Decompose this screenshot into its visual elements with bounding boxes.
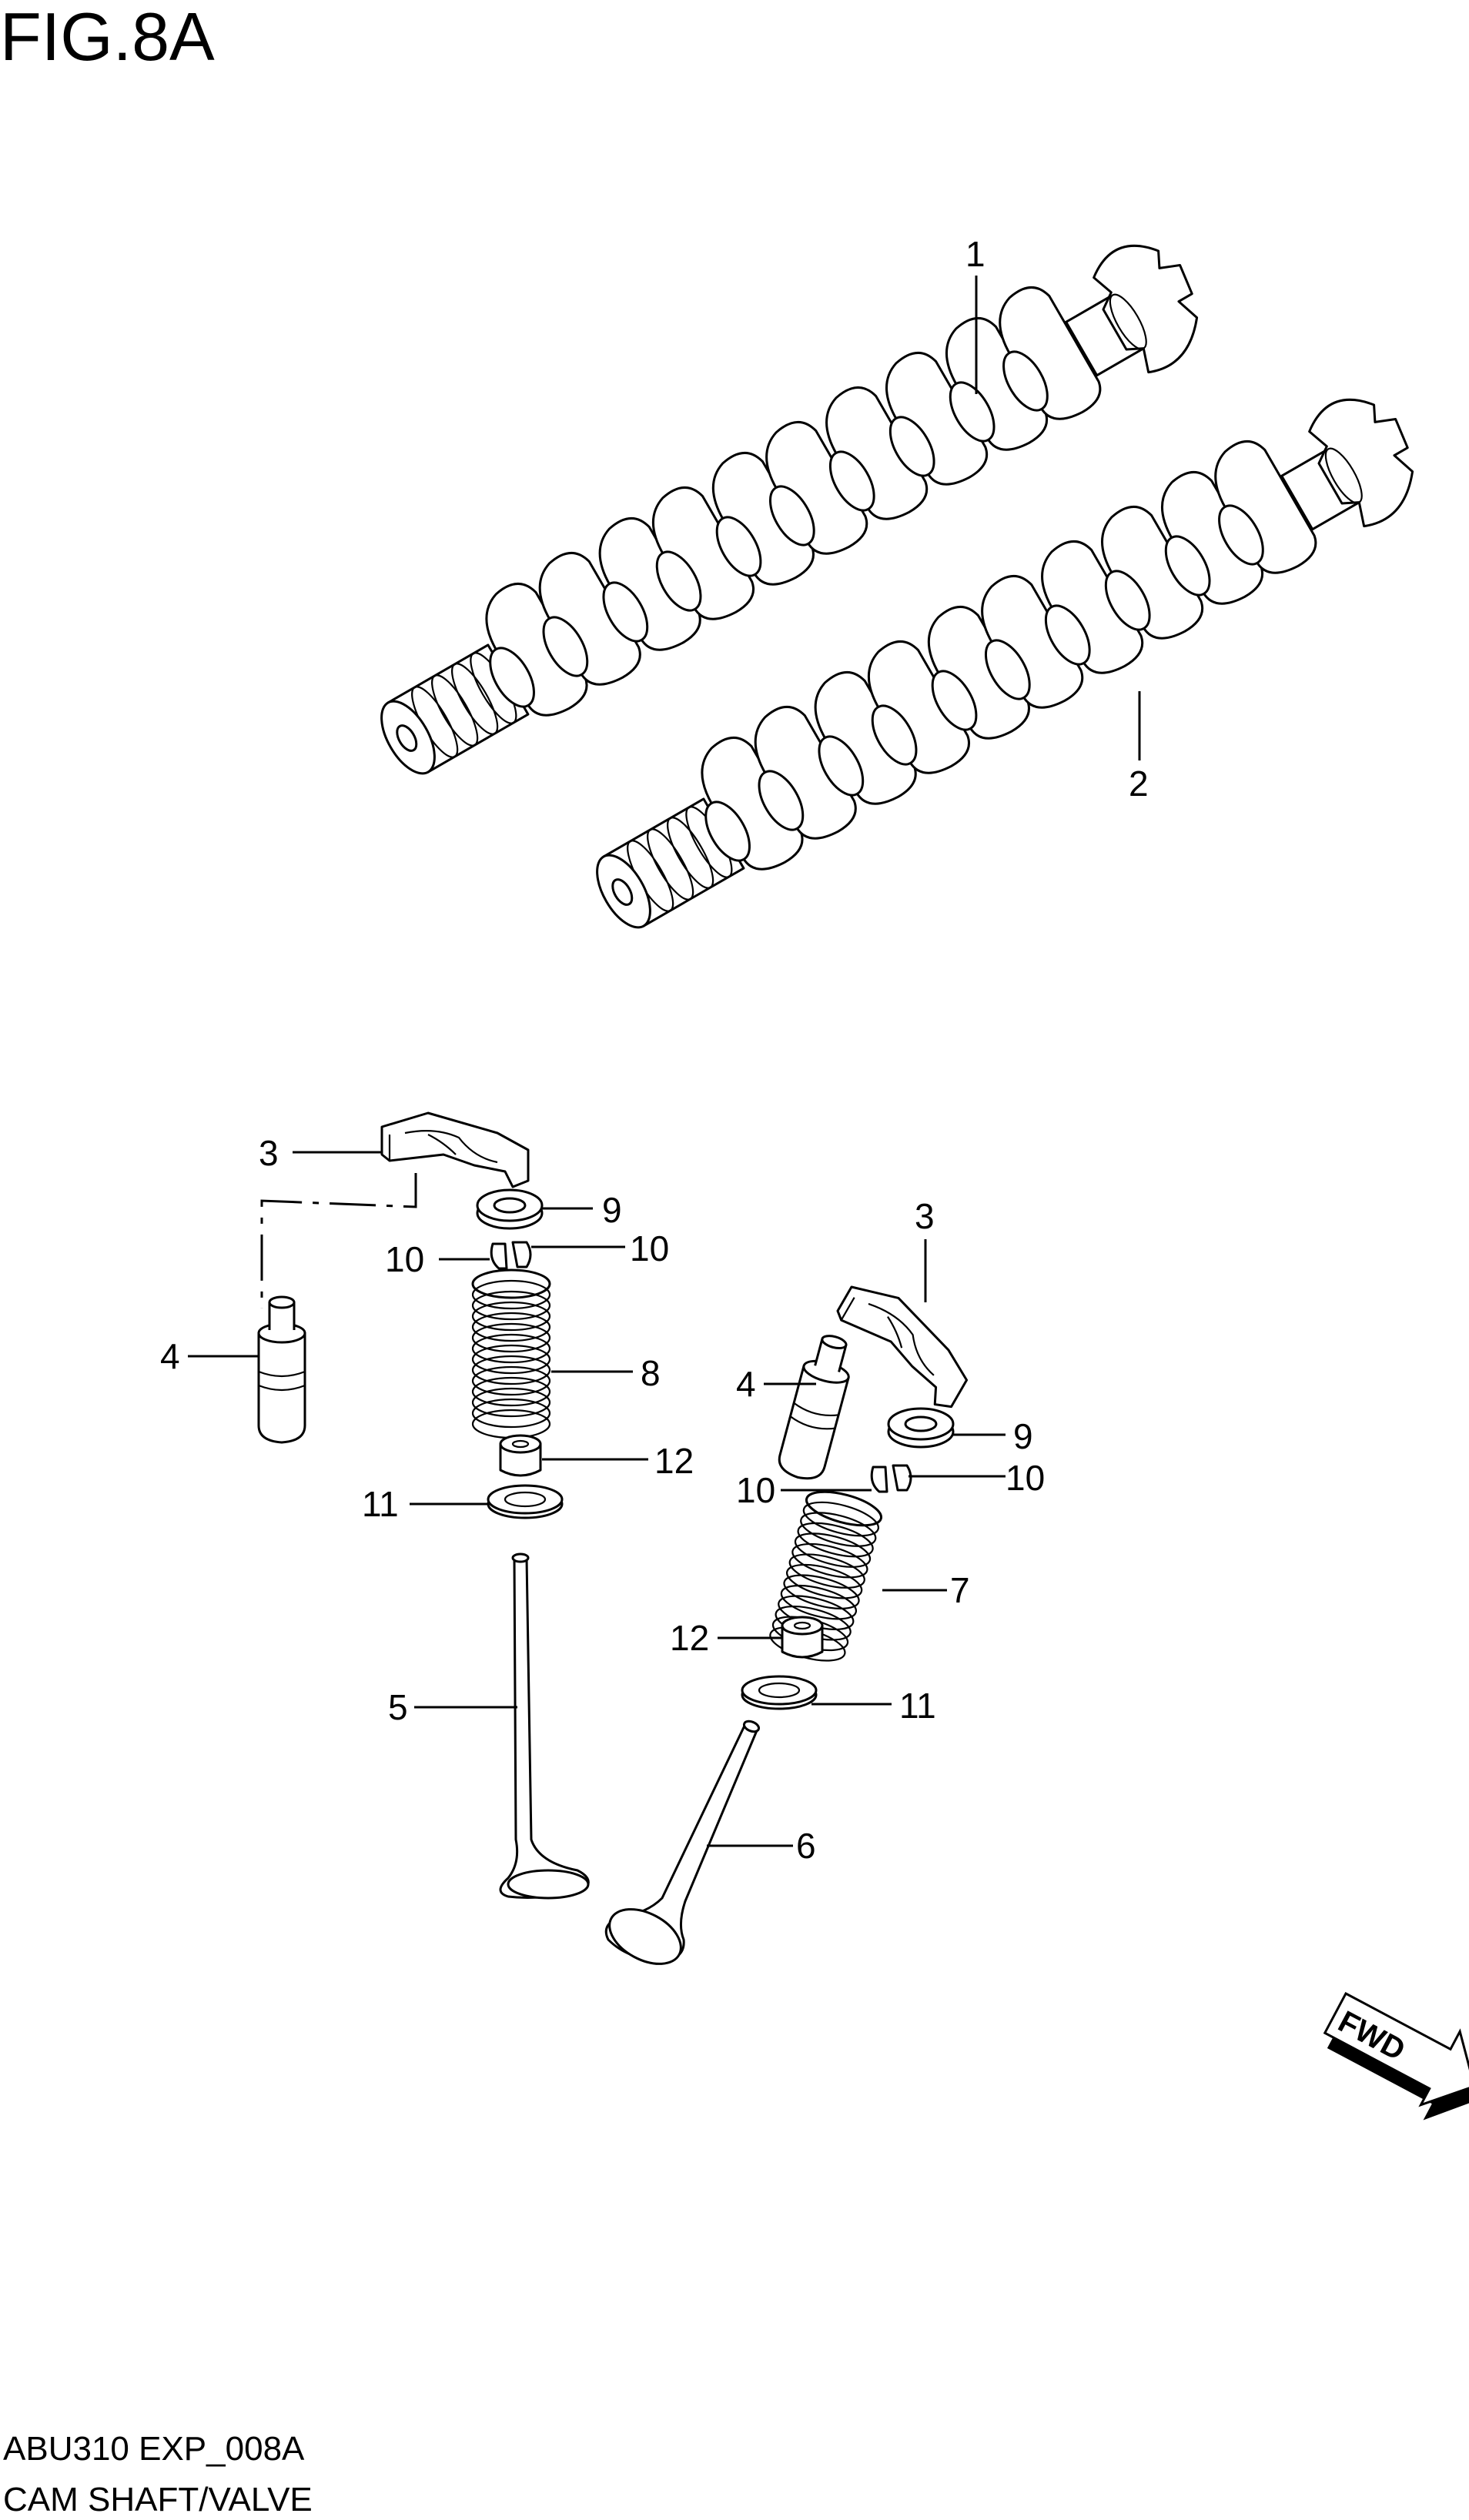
callout-3-right: 3 <box>915 1196 935 1236</box>
spring-seat-left <box>487 1484 564 1519</box>
callout-6: 6 <box>796 1826 816 1866</box>
spring-seat-right <box>741 1675 818 1710</box>
figure-caption: CAM SHAFT/VALVE <box>3 2481 313 2518</box>
callout-4-right: 4 <box>736 1364 756 1404</box>
retainer-right <box>887 1407 955 1449</box>
callout-12-left: 12 <box>654 1441 694 1481</box>
callout-1: 1 <box>965 234 985 274</box>
callout-10-right-a: 10 <box>736 1470 775 1510</box>
callout-8: 8 <box>641 1353 661 1393</box>
callout-11-left: 11 <box>362 1484 399 1524</box>
callout-11-right: 11 <box>899 1686 936 1726</box>
callout-7: 7 <box>950 1570 970 1610</box>
lifter-left <box>257 1295 306 1444</box>
callout-10-right-b: 10 <box>1006 1458 1045 1498</box>
callout-10-left-b: 10 <box>630 1228 669 1268</box>
retainer-left <box>476 1188 544 1230</box>
stem-seal-left <box>499 1434 542 1477</box>
callout-10-left-a: 10 <box>385 1239 424 1279</box>
callout-5: 5 <box>388 1687 408 1727</box>
camshaft-2 <box>584 379 1437 937</box>
callout-3-left: 3 <box>259 1133 279 1173</box>
valve-5 <box>499 1552 590 1900</box>
callout-2: 2 <box>1129 764 1149 804</box>
figure-title: FIG.8A <box>0 0 215 75</box>
cotter-right <box>870 1464 912 1493</box>
valve-6 <box>604 1720 761 1965</box>
lifter-right <box>774 1329 859 1485</box>
cotter-left <box>490 1241 532 1270</box>
rocker-arm-left <box>380 1111 530 1188</box>
valve-spring-left <box>471 1268 551 1439</box>
callout-9-left: 9 <box>602 1190 622 1230</box>
callout-12-right: 12 <box>670 1618 709 1658</box>
callout-9-right: 9 <box>1013 1416 1033 1456</box>
stem-seal-right <box>781 1616 824 1659</box>
callout-4-left: 4 <box>160 1336 180 1376</box>
drawing-code: ABU310 EXP_008A <box>3 2430 305 2468</box>
fwd-arrow: FWD <box>1323 1991 1469 2121</box>
